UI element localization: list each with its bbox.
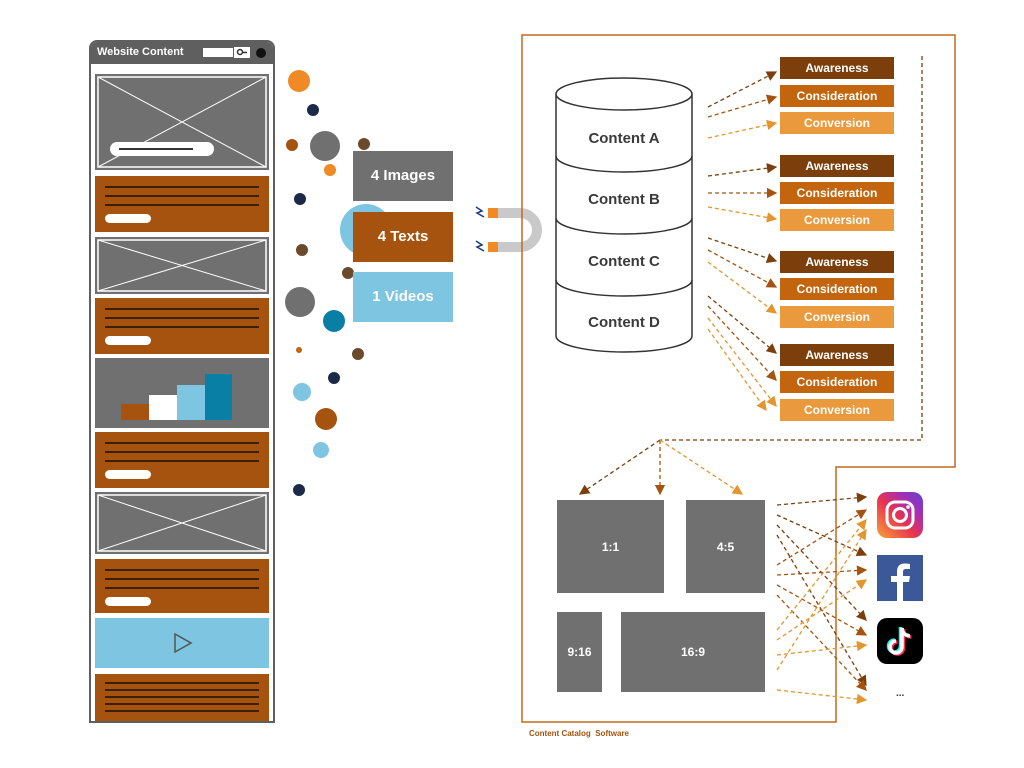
format-4x5-label: 4:5 <box>716 539 735 554</box>
image-placeholder <box>95 492 269 554</box>
text-block <box>95 432 269 488</box>
text-block <box>95 559 269 613</box>
database-item-a: Content A <box>588 130 660 147</box>
database-item-c: Content C <box>588 253 660 270</box>
facebook-icon <box>877 555 923 601</box>
awareness-box-d: Awareness <box>780 344 894 366</box>
tiktok-icon <box>877 618 923 664</box>
conversion-box-c: Conversion <box>780 306 894 328</box>
menu-dot-icon <box>256 48 266 58</box>
text-block <box>95 176 269 232</box>
consideration-box-b: Consideration <box>780 182 894 204</box>
format-16x9: 16:9 <box>621 612 765 692</box>
chart-image-placeholder <box>95 358 269 428</box>
format-9x16: 9:16 <box>557 612 602 692</box>
content-database <box>555 77 693 353</box>
browser-bar: Website Content <box>91 42 273 64</box>
videos-count-box: 1 Videos <box>353 272 453 322</box>
awareness-box-c: Awareness <box>780 251 894 273</box>
conversion-box-a: Conversion <box>780 112 894 134</box>
search-field <box>203 48 233 57</box>
video-placeholder <box>95 618 269 668</box>
images-count-box: 4 Images <box>353 151 453 201</box>
text-block <box>95 298 269 354</box>
conversion-box-d: Conversion <box>780 399 894 421</box>
awareness-box-a: Awareness <box>780 57 894 79</box>
format-16x9-label: 16:9 <box>680 645 706 659</box>
conversion-box-b: Conversion <box>780 209 894 231</box>
website-title: Website Content <box>97 46 184 58</box>
content-bubbles <box>285 70 370 496</box>
magnet-icon <box>475 206 542 252</box>
texts-count-label: 4 Texts <box>377 228 429 245</box>
catalog-footer-label: Content Catalog Software <box>529 729 630 738</box>
play-icon <box>174 632 193 654</box>
images-count-label: 4 Images <box>370 167 436 184</box>
consideration-box-a: Consideration <box>780 85 894 107</box>
consideration-box-d: Consideration <box>780 371 894 393</box>
awareness-box-b: Awareness <box>780 155 894 177</box>
database-item-b: Content B <box>588 191 660 208</box>
more-channels-label: ... <box>896 688 905 699</box>
website-mockup: Website Content <box>89 40 275 723</box>
search-icon <box>234 47 250 58</box>
instagram-icon <box>877 492 923 538</box>
format-1x1: 1:1 <box>557 500 664 593</box>
database-item-d: Content D <box>588 314 660 331</box>
format-1x1-label: 1:1 <box>601 539 620 554</box>
text-block <box>95 674 269 721</box>
texts-count-box: 4 Texts <box>353 212 453 262</box>
consideration-box-c: Consideration <box>780 278 894 300</box>
format-9x16-label: 9:16 <box>567 645 592 659</box>
format-4x5: 4:5 <box>686 500 765 593</box>
hero-image-placeholder <box>95 74 269 170</box>
videos-count-label: 1 Videos <box>372 288 434 305</box>
image-placeholder <box>95 237 269 294</box>
